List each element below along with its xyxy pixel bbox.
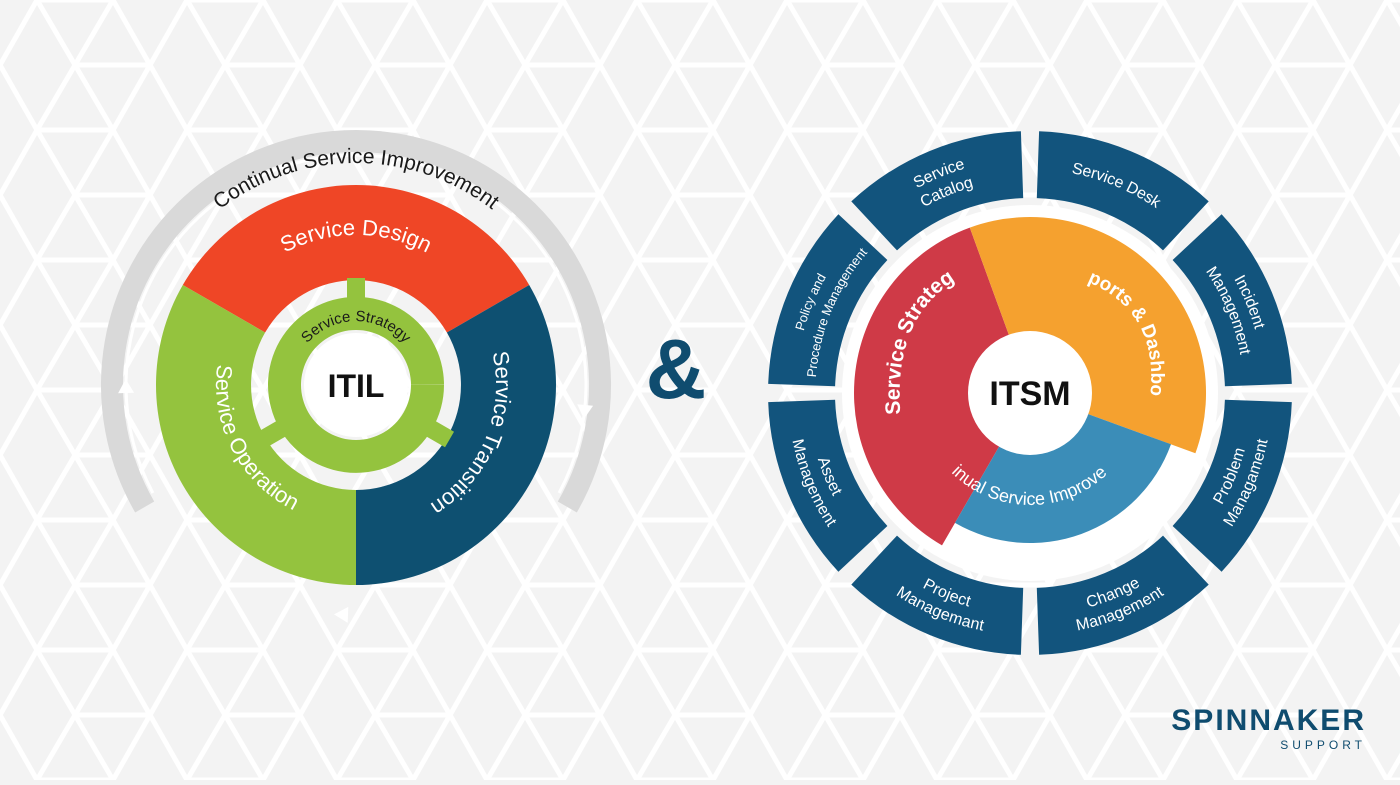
itil-ring-arrow-bottom-icon [334, 606, 349, 623]
itil-center-title: ITIL [328, 368, 385, 404]
itsm-outer-segment [1172, 399, 1292, 572]
itil-csi-ring-line [124, 153, 588, 494]
itsm-outer-segment [1036, 535, 1209, 655]
itil-core-connector-right [425, 420, 455, 448]
itil-core-connector-top [347, 278, 365, 300]
itil-ring-arrow-right-icon [577, 404, 594, 419]
itsm-center-title: ITSM [989, 375, 1070, 413]
itsm-outer-segment [1036, 131, 1209, 251]
itil-center-disc [304, 333, 408, 437]
itil-core-ring [268, 296, 444, 473]
brand-name: SPINNAKER [1171, 704, 1366, 737]
itil-segment-service-design [182, 185, 530, 333]
itsm-petal-service-strategy [854, 227, 1014, 546]
itsm-petal-reports-dashboard [969, 216, 1207, 454]
brand-sub: SUPPORT [1280, 738, 1366, 752]
itil-ring-arrow-left-icon [118, 379, 135, 394]
itsm-center-disc [968, 331, 1092, 455]
itil-core-connector-left [257, 420, 287, 448]
itil-segment-service-transition [356, 285, 556, 585]
itsm-outer-segment [851, 535, 1024, 655]
itsm-outer-segment [1172, 214, 1292, 387]
itil-csi-ring [101, 130, 611, 513]
itsm-outer-segment [768, 214, 888, 387]
ampersand: & [646, 322, 707, 416]
brand-logo: SPINNAKER SUPPORT [1171, 704, 1366, 753]
itsm-outer-segment [851, 131, 1024, 251]
itsm-outer-segment [768, 399, 888, 572]
itil-segment-service-operation [156, 285, 356, 585]
